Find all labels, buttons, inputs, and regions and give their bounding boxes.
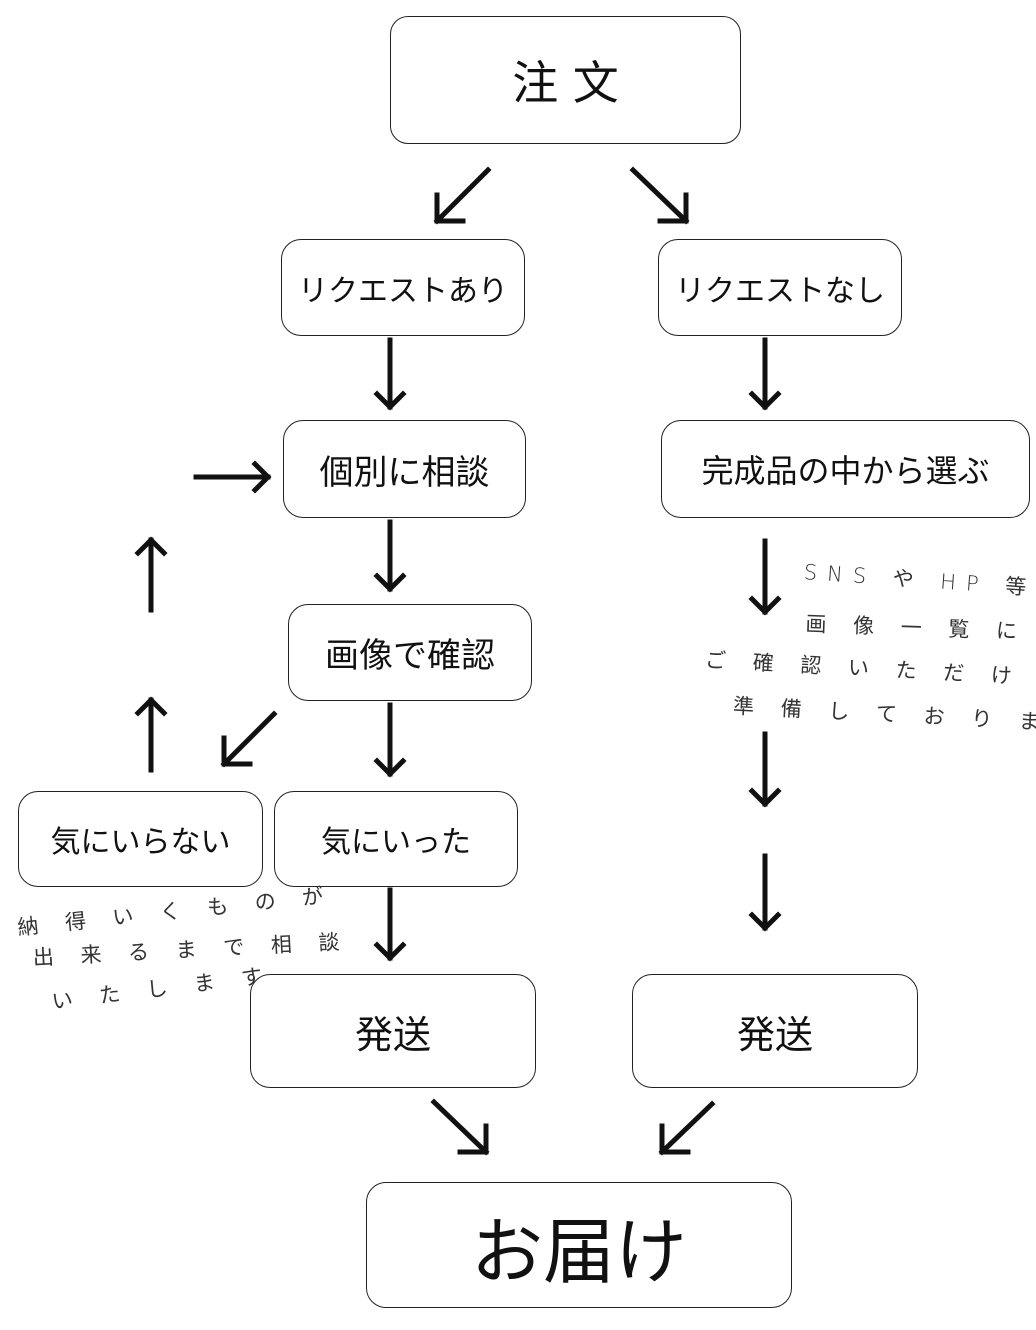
arrow-consult-to-confirm bbox=[373, 519, 407, 593]
arrow-request-yes-to-consult bbox=[373, 337, 407, 411]
arrow-request-no-to-choose bbox=[748, 337, 782, 411]
arrow-loop-to-consult bbox=[193, 460, 272, 494]
arrow-order-to-request-no bbox=[629, 166, 690, 225]
arrow-loop-up-upper bbox=[134, 536, 168, 613]
arrow-confirm-to-like bbox=[373, 702, 407, 778]
node-ship-right: 発送 bbox=[632, 974, 918, 1088]
node-like: 気にいった bbox=[274, 791, 518, 887]
node-order: 注 文 bbox=[390, 16, 741, 144]
node-request-no: リクエストなし bbox=[658, 239, 902, 336]
arrow-like-to-ship-left bbox=[373, 887, 407, 962]
arrow-choose-down-2 bbox=[748, 731, 782, 808]
arrow-choose-down-1 bbox=[748, 538, 782, 616]
node-confirm: 画像で確認 bbox=[288, 604, 532, 701]
node-consult: 個別に相談 bbox=[283, 420, 526, 518]
node-dislike: 気にいらない bbox=[18, 791, 263, 887]
arrow-choose-down-3 bbox=[748, 853, 782, 932]
node-choose: 完成品の中から選ぶ bbox=[661, 420, 1030, 518]
arrow-order-to-request-yes bbox=[433, 166, 492, 225]
node-request-yes: リクエストあり bbox=[281, 239, 525, 336]
node-deliver: お届け bbox=[366, 1182, 792, 1308]
arrow-ship-left-to-deliver bbox=[430, 1098, 490, 1156]
node-ship-left: 発送 bbox=[250, 974, 536, 1088]
arrow-confirm-to-dislike bbox=[220, 710, 278, 768]
arrow-loop-up-lower bbox=[134, 696, 168, 773]
arrow-ship-right-to-deliver bbox=[658, 1100, 716, 1156]
